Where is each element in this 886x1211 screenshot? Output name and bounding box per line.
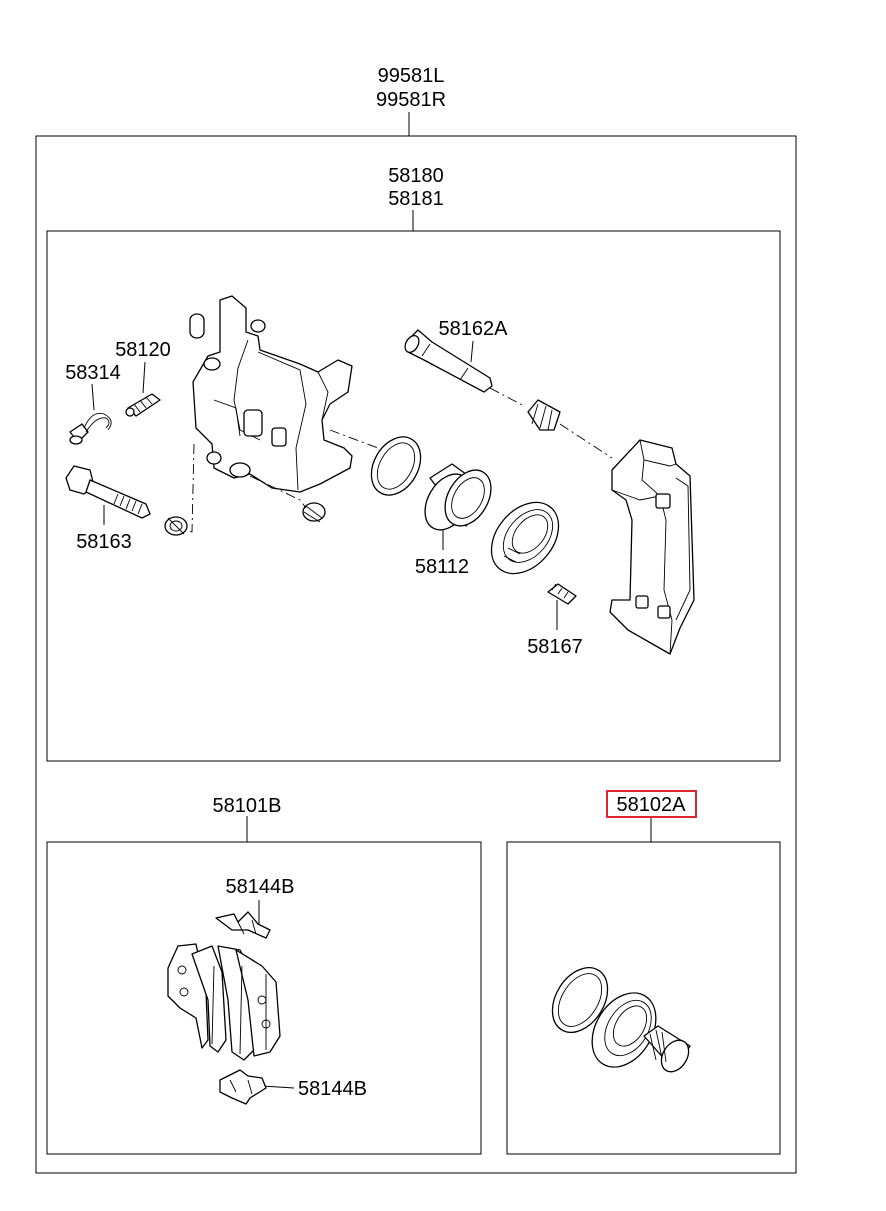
bushing (547, 583, 577, 605)
upper-clip-label[interactable]: 58144B (226, 876, 295, 898)
seal-kit-part-number[interactable]: 58102A (617, 794, 687, 816)
guide-bolt-label[interactable]: 58163 (76, 531, 132, 553)
guide-boot-lower (164, 516, 188, 536)
guide-boot-upper (302, 502, 326, 523)
assembly-frame (35, 135, 797, 1174)
pad-clip-upper (215, 911, 271, 939)
piston-label[interactable]: 58112 (415, 556, 469, 578)
brake-pad-set (167, 943, 281, 1061)
piston-seal-ring (370, 436, 422, 496)
guide-rod (404, 329, 493, 393)
assembly-part-number-lh[interactable]: 99581L (378, 65, 445, 87)
caliper-body (189, 295, 353, 493)
pad-clip-lower (219, 1069, 267, 1105)
seal-kit-frame (506, 841, 781, 1155)
bleeder-cap (69, 412, 112, 445)
pad-kit-frame (46, 841, 482, 1155)
guide-rod-label[interactable]: 58162A (439, 318, 509, 340)
lower-clip-label[interactable]: 58144B (298, 1078, 367, 1100)
guide-rod-boot (527, 399, 561, 431)
seal-kit (551, 967, 691, 1073)
caliper-carrier (609, 439, 695, 655)
selected-part-highlight (606, 790, 697, 818)
bleeder-screw-label[interactable]: 58120 (115, 339, 171, 361)
caliper-part-number-lh[interactable]: 58180 (388, 165, 444, 187)
bushing-label[interactable]: 58167 (527, 636, 583, 658)
bleeder-cap-label[interactable]: 58314 (65, 362, 121, 384)
piston-dust-boot (490, 501, 560, 575)
pad-kit-part-number[interactable]: 58101B (213, 795, 282, 817)
caliper-part-number-rh[interactable]: 58181 (388, 188, 444, 210)
guide-bolt (65, 465, 151, 519)
piston (424, 463, 492, 531)
bleeder-screw (125, 393, 161, 417)
assembly-part-number-rh[interactable]: 99581R (376, 89, 446, 111)
